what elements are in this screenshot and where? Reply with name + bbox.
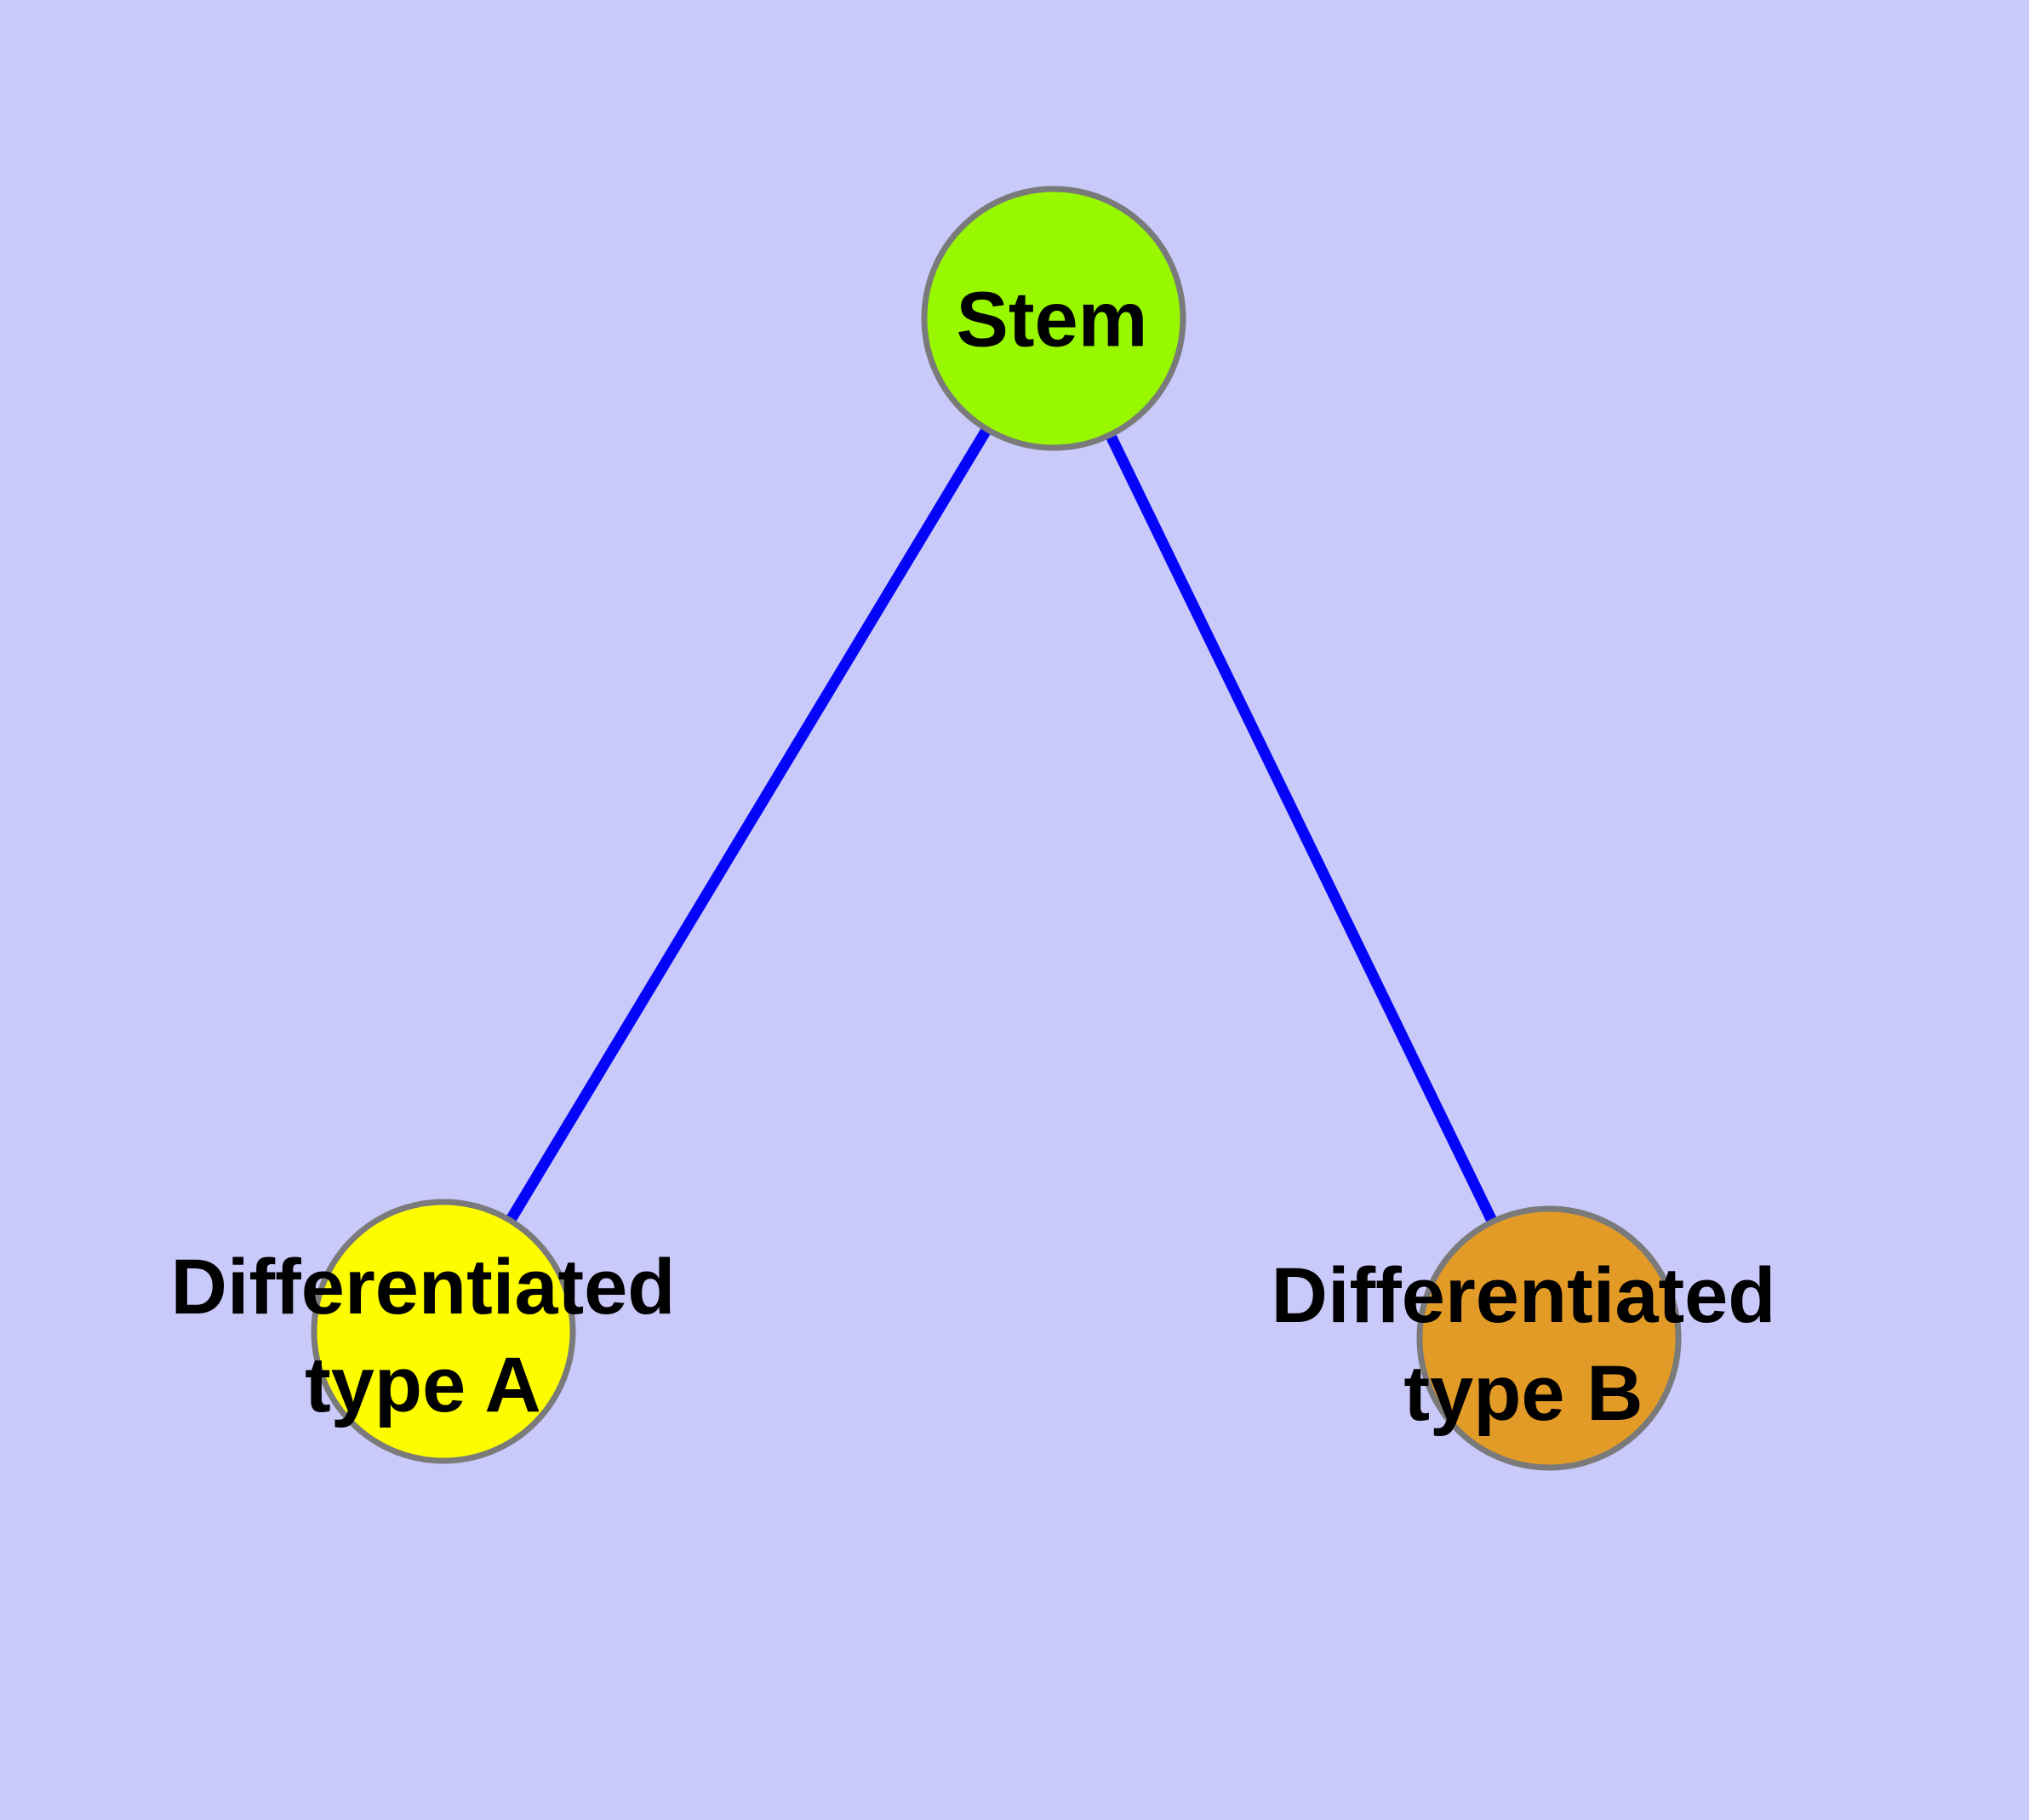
- edge-stem-to-type-b: [1049, 316, 1554, 1341]
- edge-stem-to-type-a: [438, 315, 1059, 1335]
- node-differentiated-type-a-circle: [311, 1199, 576, 1464]
- node-stem-circle: [921, 186, 1186, 451]
- node-differentiated-type-b-circle: [1416, 1205, 1682, 1471]
